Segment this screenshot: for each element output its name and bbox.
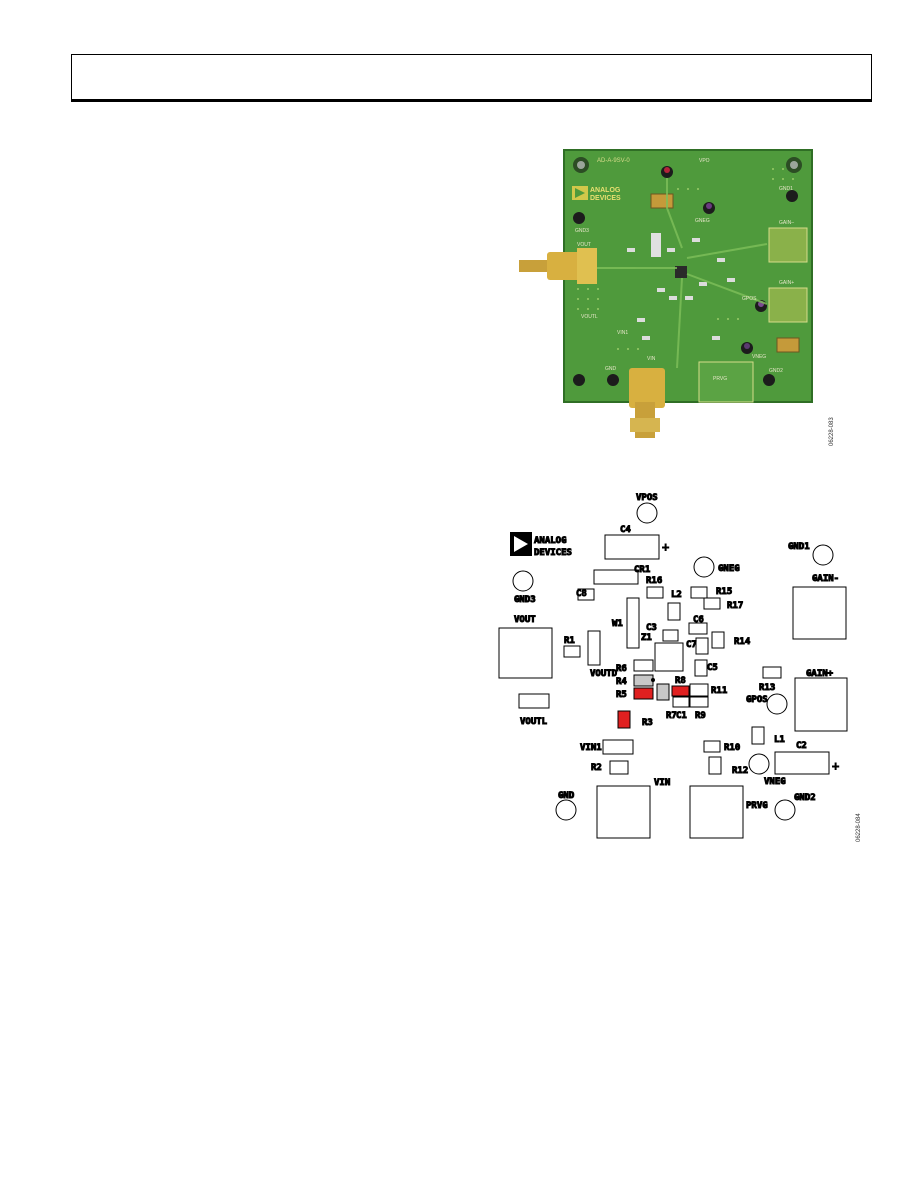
silk-label-voutl: VOUTL bbox=[520, 717, 548, 727]
photo-label-gain-minus: GAIN– bbox=[779, 220, 794, 226]
silk-label-r5: R5 bbox=[616, 690, 627, 700]
silk-label-gnd1: GND1 bbox=[788, 542, 810, 552]
photo-label-vout: VOUT bbox=[577, 242, 591, 248]
silk-label-r17: R17 bbox=[727, 601, 743, 611]
silk-label-gpos: GPOS bbox=[746, 695, 768, 705]
photo-label-vin1: VIN1 bbox=[617, 330, 628, 336]
photo-label-vpos: VPO bbox=[699, 158, 710, 164]
silk-label-l2: L2 bbox=[671, 590, 682, 600]
silk-label-c2: C2 bbox=[796, 741, 807, 751]
silk-label-r8: R8 bbox=[675, 676, 686, 686]
silk-label-r12: R12 bbox=[732, 766, 748, 776]
silk-label-prvg: PRVG bbox=[746, 801, 768, 811]
silk-label-gnd2: GND2 bbox=[794, 793, 816, 803]
silk-label-c4-plus: + bbox=[662, 540, 669, 554]
vout-sma-connector bbox=[519, 248, 597, 284]
silk-label-r10: R10 bbox=[724, 743, 740, 753]
silk-label-r6: R6 bbox=[616, 664, 627, 674]
photo-label-gnd1: GND1 bbox=[779, 186, 793, 192]
silk-label-r3: R3 bbox=[642, 718, 653, 728]
silk-label-r16: R16 bbox=[646, 576, 662, 586]
silk-label-c7: C7 bbox=[686, 640, 697, 650]
silk-label-gain-plus: GAIN+ bbox=[806, 669, 834, 679]
photo-label-gpos: GPOS bbox=[742, 296, 757, 302]
silk-label-c2-plus: + bbox=[832, 759, 839, 773]
silk-label-vin: VIN bbox=[654, 778, 670, 788]
silk-label-vpos: VPOS bbox=[636, 493, 658, 503]
silk-label-gnd: GND bbox=[558, 791, 575, 801]
evaluation-board-photo: ANALOG DEVICES AD-A-9SV-0 bbox=[517, 148, 813, 444]
silk-label-r15: R15 bbox=[716, 587, 732, 597]
silkscreen-layout: ANALOG DEVICES bbox=[490, 480, 870, 860]
photo-logo-line2: DEVICES bbox=[590, 195, 621, 202]
photo-label-gain-plus: GAIN+ bbox=[779, 280, 794, 286]
silk-label-vin1: VIN1 bbox=[580, 743, 602, 753]
photo-figure-code: 06228-083 bbox=[829, 417, 835, 446]
photo-board-id: AD-A-9SV-0 bbox=[597, 158, 630, 164]
silk-label-r4: R4 bbox=[616, 677, 627, 687]
silk-label-w1: W1 bbox=[612, 619, 623, 629]
silk-label-r13: R13 bbox=[759, 683, 775, 693]
page-header-box bbox=[71, 54, 872, 102]
silk-label-c4: C4 bbox=[620, 525, 631, 535]
silk-label-vout: VOUT bbox=[514, 615, 536, 625]
silk-label-r14: R14 bbox=[734, 637, 751, 647]
analog-devices-logo bbox=[510, 532, 532, 556]
silk-label-r9: R9 bbox=[695, 711, 706, 721]
silkscreen-figure-code: 06228-084 bbox=[856, 813, 862, 842]
silk-label-cr1: CR1 bbox=[634, 565, 650, 575]
photo-label-prvg: PRVG bbox=[713, 376, 727, 382]
silk-label-l1: L1 bbox=[774, 735, 785, 745]
photo-label-vneg: VNEG bbox=[752, 354, 766, 360]
silk-label-gnd3: GND3 bbox=[514, 595, 536, 605]
silk-label-c3: C3 bbox=[646, 623, 657, 633]
silk-label-r1: R1 bbox=[564, 636, 575, 646]
silk-logo-line2: DEVICES bbox=[534, 548, 572, 558]
photo-label-voutl: VOUTL bbox=[581, 314, 598, 320]
silk-label-r11: R11 bbox=[711, 686, 727, 696]
photo-label-gneg: GNEG bbox=[695, 218, 710, 224]
silk-label-c1: C1 bbox=[676, 711, 687, 721]
silk-label-voutd: VOUTD bbox=[590, 669, 618, 679]
silk-label-gain-minus: GAIN- bbox=[812, 574, 839, 584]
photo-label-gnd2: GND2 bbox=[769, 368, 783, 374]
photo-logo-line1: ANALOG bbox=[590, 187, 621, 194]
vin-sma-connector bbox=[629, 368, 665, 438]
photo-label-vin: VIN bbox=[647, 356, 656, 362]
silk-label-c6: C6 bbox=[693, 615, 704, 625]
photo-label-gnd3: GND3 bbox=[575, 228, 589, 234]
silk-label-c8: C8 bbox=[576, 589, 587, 599]
silk-label-gneg: GNEG bbox=[718, 564, 740, 574]
silk-label-vneg: VNEG bbox=[764, 777, 786, 787]
photo-label-gnd: GND bbox=[605, 366, 617, 372]
silk-label-z1: Z1 bbox=[641, 633, 652, 643]
silk-label-r2: R2 bbox=[591, 763, 602, 773]
silk-label-r7: R7 bbox=[666, 711, 677, 721]
silk-label-c5: C5 bbox=[707, 663, 718, 673]
silk-logo-line1: ANALOG bbox=[534, 536, 567, 546]
